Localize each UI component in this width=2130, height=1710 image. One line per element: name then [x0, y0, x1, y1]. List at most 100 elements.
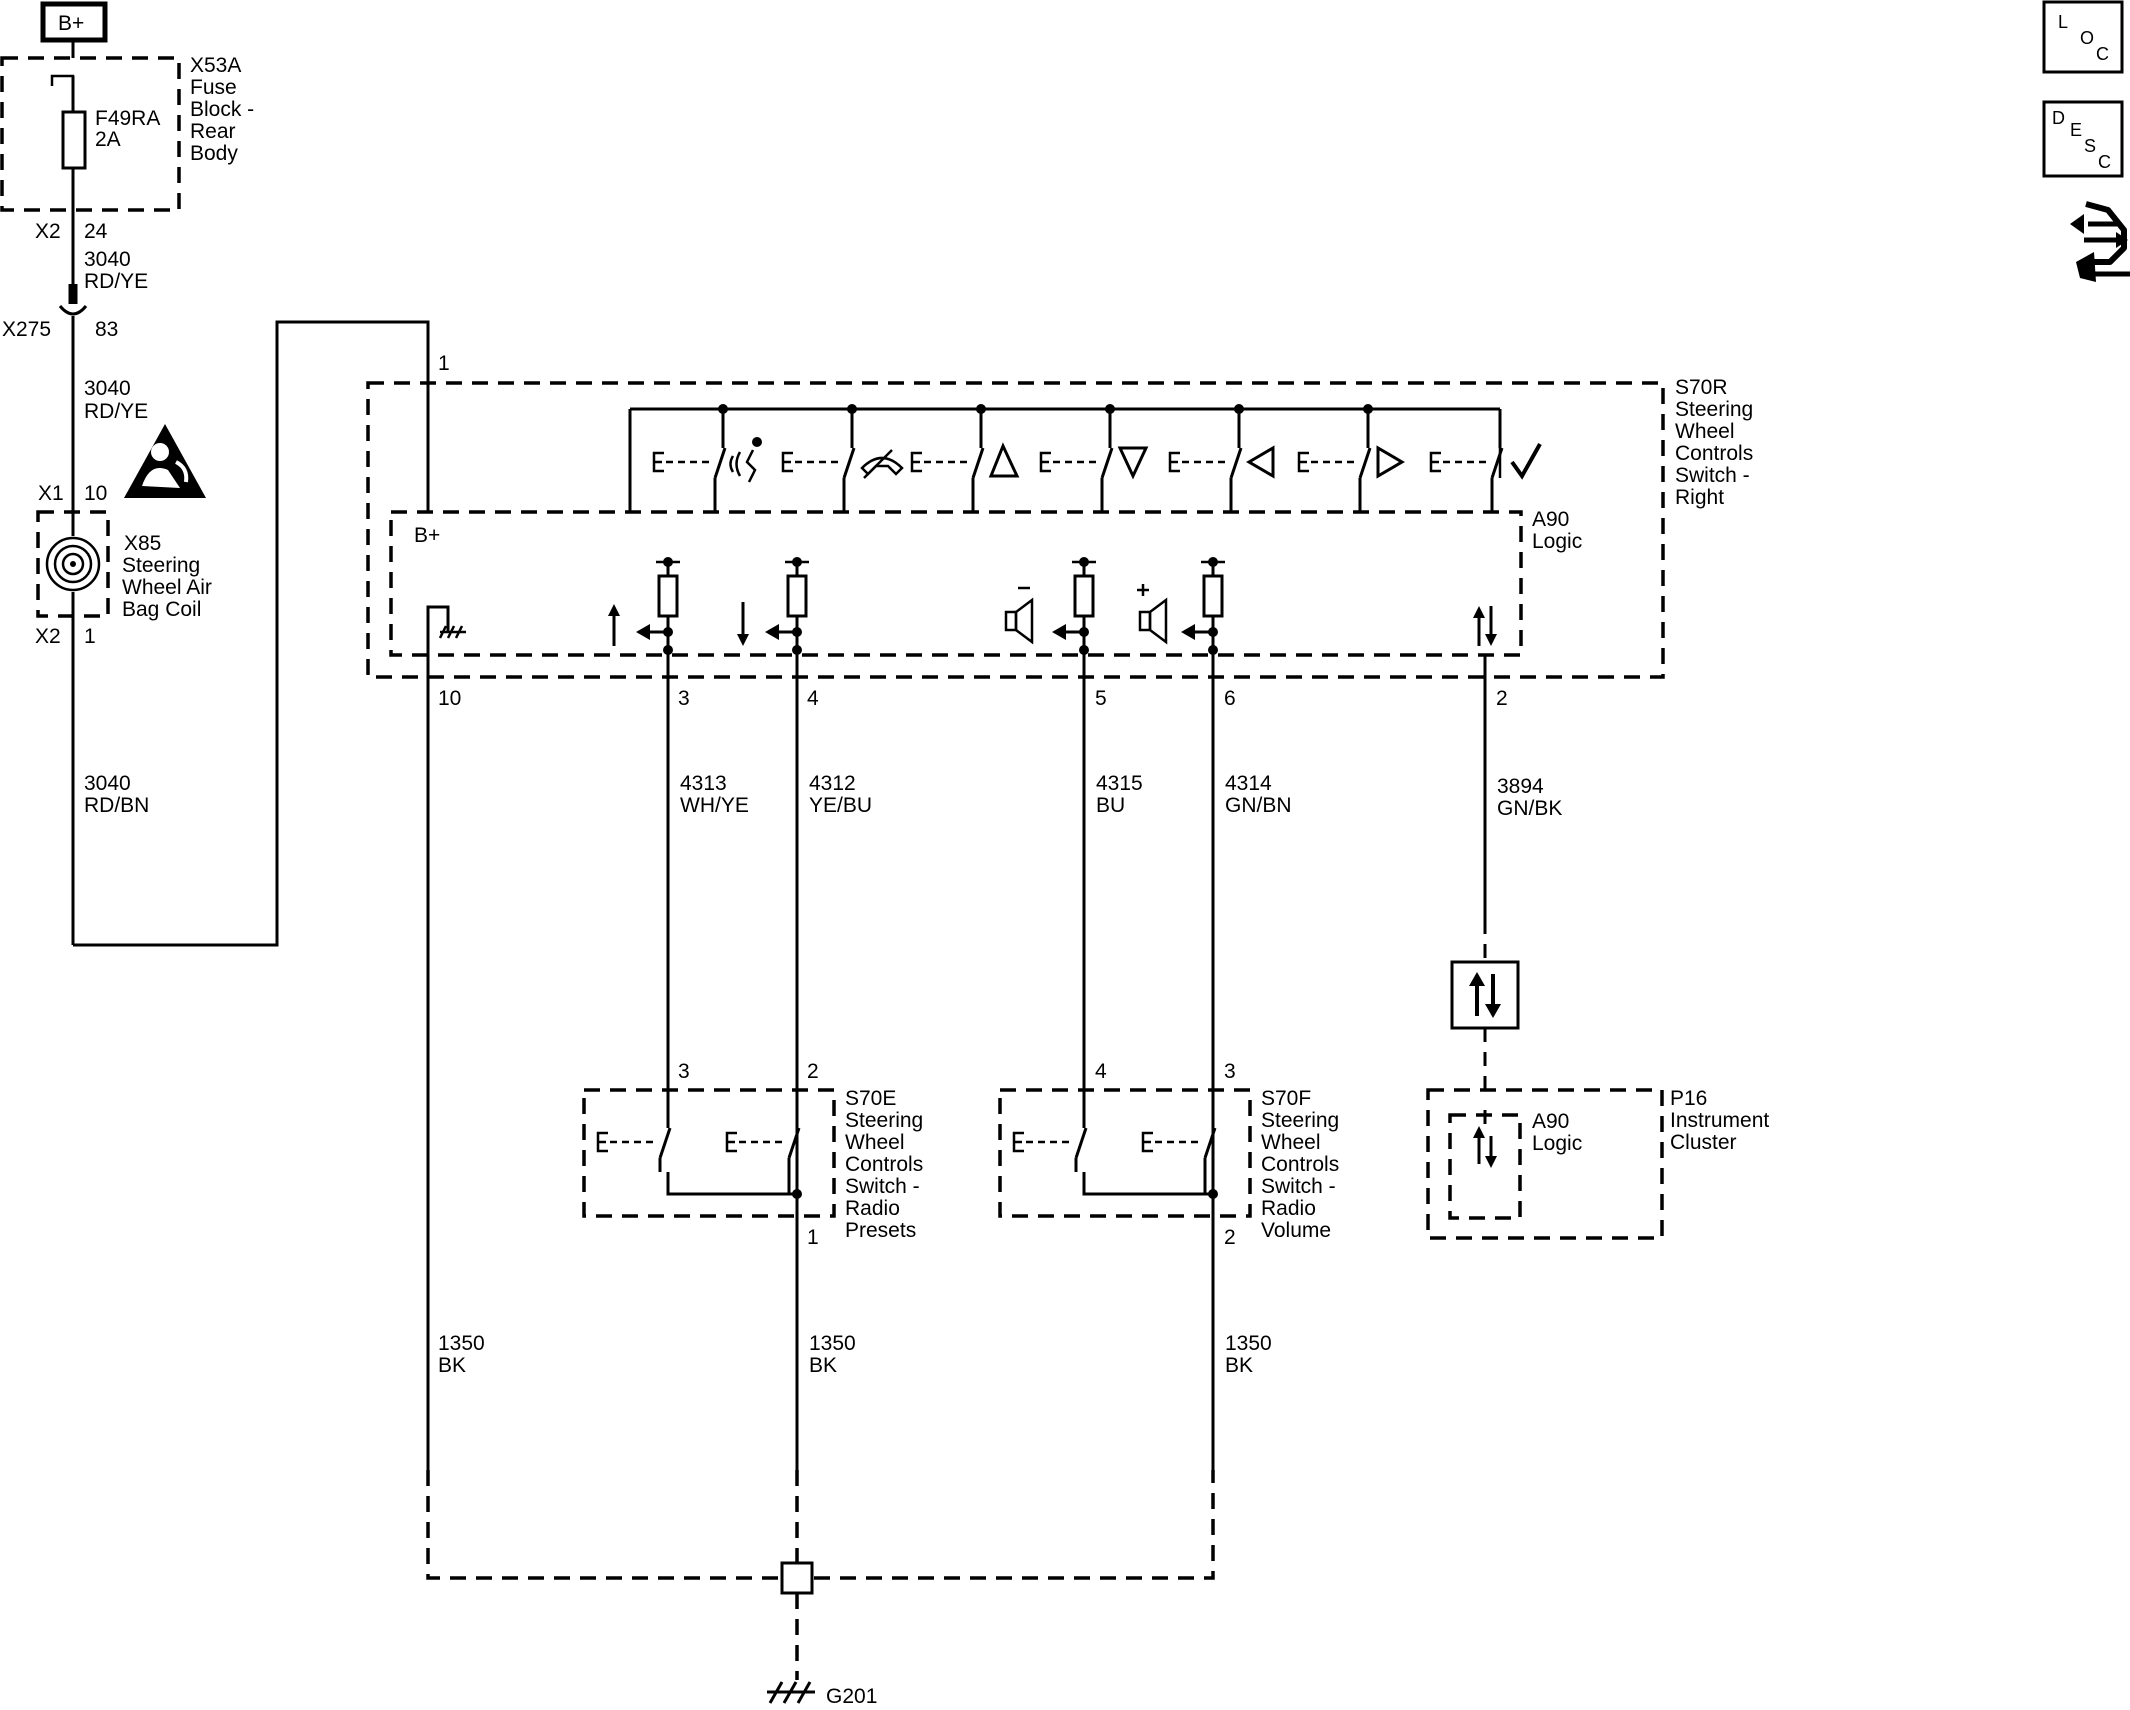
s70f-label-1: Steering	[1261, 1109, 1339, 1132]
coil-conn-in: X1	[38, 482, 64, 505]
airbag-warning-icon	[124, 424, 206, 498]
gnd-wire-3-color: BK	[1225, 1354, 1253, 1377]
fuse-clip-icon	[50, 74, 75, 86]
wire-3040b-circuit: 3040	[84, 377, 131, 400]
coil-label-1: Steering	[122, 554, 200, 577]
s70r-pin-6: 6	[1224, 687, 1236, 710]
connector-view-icon[interactable]	[2070, 201, 2130, 282]
check-icon	[1510, 443, 1542, 480]
resistor-icon	[1202, 574, 1224, 618]
preset-switch	[596, 1090, 672, 1172]
p16-logic-label: Logic	[1532, 1132, 1582, 1155]
desc-letter-c: C	[2098, 152, 2111, 172]
s70f-label-2: Wheel	[1261, 1131, 1321, 1154]
p16-id: P16	[1670, 1087, 1707, 1110]
wire-3040-color: RD/YE	[84, 270, 148, 293]
s70f-label-6: Volume	[1261, 1219, 1331, 1242]
inline-connector-x275: X275 83	[2, 284, 118, 512]
s70r-pin-1: 1	[438, 352, 450, 375]
location-icon[interactable]: L O C	[2042, 0, 2124, 74]
s70e-pin-1: 1	[807, 1226, 819, 1249]
s70e-label-4: Switch -	[845, 1175, 920, 1198]
fuse-block-x53a: F49RA 2A X53A Fuse Block - Rear Body	[0, 54, 254, 290]
connector-icon	[58, 305, 88, 316]
fuse-block-id: X53A	[190, 54, 241, 77]
down-arrow-icon	[1117, 446, 1149, 480]
power-feed: B+	[40, 1, 108, 58]
s70f-pin-2: 2	[1224, 1226, 1236, 1249]
s70r-channel-resistors	[636, 557, 1225, 655]
s70r-button-switch	[1039, 409, 1114, 512]
s70r-button-switch	[910, 409, 985, 512]
coil-label-2: Wheel Air	[122, 576, 212, 599]
wire-3040-circuit: 3040	[84, 248, 131, 271]
splice-icon	[780, 1561, 814, 1595]
p16-instrument-cluster: A90 Logic P16 Instrument Cluster	[1426, 1087, 1769, 1240]
s70r-pin-10: 10	[438, 687, 461, 710]
s70r-button-switch	[1168, 409, 1243, 512]
fuse-block-label-3: Rear	[190, 120, 236, 143]
s70r-logic-id: A90	[1532, 508, 1569, 531]
wire-4312-circuit: 4312	[809, 772, 856, 795]
s70r-button-row	[652, 409, 1542, 512]
s70r-button-switch	[781, 409, 856, 512]
description-icon[interactable]: D E S C	[2042, 100, 2124, 178]
right-arrow-icon	[1376, 445, 1405, 479]
conn-x275-label: X275	[2, 318, 51, 341]
wire-4313-circuit: 4313	[680, 772, 727, 795]
s70e-id: S70E	[845, 1087, 896, 1110]
wire-4312-color: YE/BU	[809, 794, 872, 817]
seek-up-icon	[608, 604, 620, 646]
s70r-logic-label: Logic	[1532, 530, 1582, 553]
voice-icon	[729, 437, 762, 483]
s70f-pin-4: 4	[1095, 1060, 1107, 1083]
s70f-switch-assembly: 4 3 2 S70F Steering Wheel Controls Switc…	[998, 1060, 1339, 1249]
s70r-label-5: Right	[1675, 486, 1724, 509]
desc-letter-s: S	[2084, 136, 2096, 156]
conn-pin-83: 83	[95, 318, 118, 341]
s70r-pin-4: 4	[807, 687, 819, 710]
left-arrow-icon	[1246, 445, 1275, 479]
preset-switch	[1141, 1090, 1217, 1194]
s70r-label-2: Wheel	[1675, 420, 1735, 443]
s70r-label-3: Controls	[1675, 442, 1753, 465]
s70r-pin-2: 2	[1496, 687, 1508, 710]
channel-resistor	[1181, 557, 1225, 655]
s70r-label-1: Steering	[1675, 398, 1753, 421]
fuse-block-label-4: Body	[190, 142, 238, 165]
s70e-switch-assembly: 3 2 1 S70E Steering Wheel Controls Switc…	[582, 1060, 923, 1249]
s70r-bplus-label: B+	[414, 524, 440, 547]
seek-down-icon	[737, 602, 749, 646]
s70r-pin-numbers: 10 3 4 5 6 2	[438, 687, 1508, 710]
wire-4313-color: WH/YE	[680, 794, 749, 817]
coil-pin-out: 1	[84, 625, 96, 648]
resistor-icon	[657, 574, 679, 618]
fuse-icon	[61, 110, 87, 170]
s70r-button-switch	[1429, 409, 1504, 512]
coil-pin-in: 10	[84, 482, 107, 505]
s70r-pin-5: 5	[1095, 687, 1107, 710]
ground-id: G201	[826, 1685, 877, 1705]
loc-letter-c: C	[2096, 44, 2109, 64]
conn-pin-24: 24	[84, 220, 108, 243]
desc-letter-e: E	[2070, 120, 2082, 140]
volume-down-speaker-icon	[1004, 586, 1034, 645]
coil-conn-out: X2	[35, 625, 61, 648]
s70r-label-4: Switch -	[1675, 464, 1750, 487]
s70r-button-switch	[652, 409, 727, 512]
preset-switch	[1012, 1090, 1088, 1172]
cluster-data-icon	[1473, 1126, 1497, 1168]
s70f-pin-3: 3	[1224, 1060, 1236, 1083]
preset-switch	[725, 1090, 801, 1194]
s70r-id: S70R	[1675, 376, 1728, 399]
gnd-wire-2-circuit: 1350	[809, 1332, 856, 1355]
gnd-wire-1-color: BK	[438, 1354, 466, 1377]
wire-3894-color: GN/BK	[1497, 797, 1562, 820]
s70r-switch-assembly: S70R Steering Wheel Controls Switch - Ri…	[366, 376, 1753, 679]
s70f-label-3: Controls	[1261, 1153, 1339, 1176]
wire-4314-color: GN/BN	[1225, 794, 1292, 817]
gnd-wire-1-circuit: 1350	[438, 1332, 485, 1355]
fuse-block-label-2: Block -	[190, 98, 254, 121]
wire-4314-circuit: 4314	[1225, 772, 1272, 795]
